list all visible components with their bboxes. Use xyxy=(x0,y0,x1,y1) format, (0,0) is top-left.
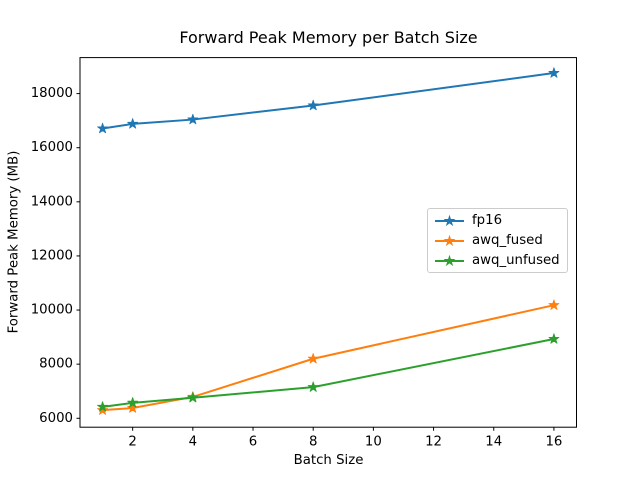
data-point-star-icon xyxy=(97,404,109,415)
data-point-star-icon xyxy=(548,333,560,344)
y-tick-label: 10000 xyxy=(31,303,73,318)
legend-item-fp16: fp16 xyxy=(428,211,567,231)
series-line-fp16 xyxy=(102,72,555,130)
x-tick-label: 4 xyxy=(189,435,197,450)
legend-item-awq-fused: awq_fused xyxy=(428,231,567,251)
data-point-star-icon xyxy=(307,353,319,364)
y-tick-label: 12000 xyxy=(31,248,73,263)
legend-star-icon xyxy=(443,254,456,267)
chart-title: Forward Peak Memory per Batch Size xyxy=(179,28,478,47)
legend-line-star-icon xyxy=(435,234,464,247)
x-tick-label: 12 xyxy=(425,435,442,450)
data-point-star-icon xyxy=(97,122,109,134)
x-tick-label: 6 xyxy=(249,435,257,450)
series-line-awq_fused xyxy=(102,304,555,412)
plot-border xyxy=(79,57,577,428)
legend-star-icon xyxy=(443,214,456,227)
data-point-star-icon xyxy=(548,67,560,78)
legend-label: awq_fused xyxy=(472,233,543,248)
legend-line-star-icon xyxy=(435,214,464,227)
y-tick-label: 16000 xyxy=(31,140,73,155)
y-tick-label: 6000 xyxy=(39,411,73,426)
x-tick-label: 2 xyxy=(128,435,136,450)
data-point-star-icon xyxy=(97,401,109,412)
x-tick-label: 8 xyxy=(309,435,317,450)
legend-label: awq_unfused xyxy=(472,253,560,268)
x-tick-label: 16 xyxy=(545,435,562,450)
data-point-star-icon xyxy=(548,299,560,310)
y-tick-label: 14000 xyxy=(31,194,73,209)
data-point-star-icon xyxy=(307,99,319,111)
data-point-star-icon xyxy=(187,113,199,125)
data-point-star-icon xyxy=(127,397,139,408)
legend-item-awq-unfused: awq_unfused xyxy=(428,251,567,271)
x-axis-label: Batch Size xyxy=(293,453,364,468)
y-tick-label: 18000 xyxy=(31,86,73,101)
y-axis-label: Forward Peak Memory (MB) xyxy=(6,150,22,334)
legend-label: fp16 xyxy=(472,213,503,228)
data-point-star-icon xyxy=(187,392,199,403)
series-line-awq_unfused xyxy=(102,338,555,408)
legend-line-star-icon xyxy=(435,254,464,267)
legend-star-icon xyxy=(443,234,456,247)
data-point-star-icon xyxy=(127,402,139,413)
data-point-star-icon xyxy=(127,118,139,129)
legend: fp16 awq_fused awq_unfused xyxy=(427,208,568,273)
data-point-star-icon xyxy=(307,381,319,392)
y-tick-label: 8000 xyxy=(39,357,73,372)
x-tick-label: 10 xyxy=(365,435,382,450)
x-tick-label: 14 xyxy=(485,435,502,450)
